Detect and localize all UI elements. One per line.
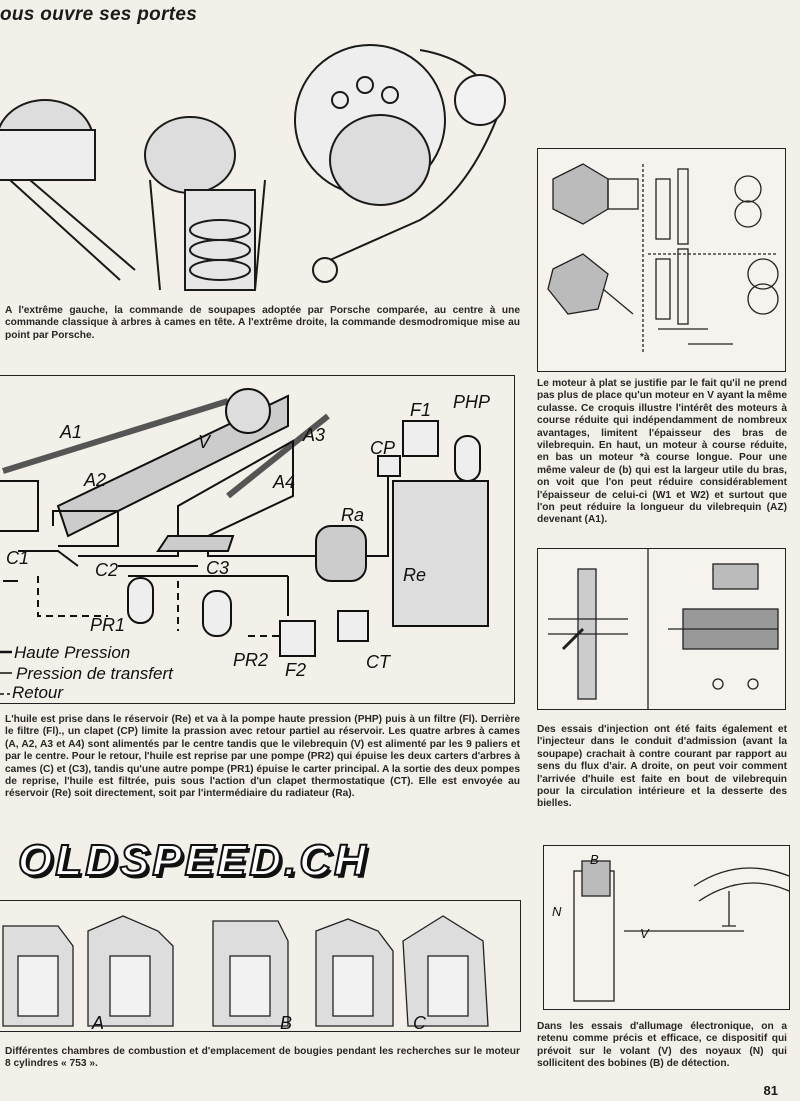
label-c1: C1 (6, 548, 29, 568)
label-a4: A4 (272, 472, 295, 492)
label-c2: C2 (95, 560, 118, 580)
legend-retour: Retour (12, 683, 64, 702)
oil-circuit-caption: L'huile est prise dans le réservoir (Re)… (5, 714, 520, 800)
label-a2: A2 (83, 470, 106, 490)
legend-haute-pression: Haute Pression (14, 643, 130, 662)
label-a1: A1 (59, 422, 82, 442)
page-number: 81 (763, 1083, 778, 1098)
flat-engine-caption: Le moteur à plat se justifie par le fait… (537, 378, 787, 526)
oil-circuit-diagram: A1 A2 A3 A4 V F1 PHP CP Ra Re C1 C2 C3 P… (0, 375, 515, 704)
label-c3: C3 (206, 558, 229, 578)
chamber-label-c: C (413, 1013, 427, 1031)
ignition-label-v: V (640, 926, 650, 941)
label-re: Re (403, 565, 426, 585)
label-f1: F1 (410, 400, 431, 420)
label-f2: F2 (285, 660, 306, 680)
label-php: PHP (453, 392, 490, 412)
ignition-figure: B N V (543, 845, 790, 1010)
ignition-label-b: B (590, 852, 599, 867)
label-pr2: PR2 (233, 650, 268, 670)
combustion-caption: Différentes chambres de combustion et d'… (5, 1046, 520, 1070)
label-a3: A3 (302, 425, 325, 445)
valve-gear-illustration (0, 44, 506, 291)
injection-figure (537, 548, 786, 710)
label-v: V (198, 432, 212, 452)
label-ra: Ra (341, 505, 364, 525)
combustion-chambers-figure: A B C (0, 900, 521, 1032)
legend-pression-transfert: Pression de transfert (16, 664, 174, 683)
chamber-label-b: B (280, 1013, 292, 1031)
valve-gear-caption: A l'extrême gauche, la commande de soupa… (5, 305, 520, 341)
chamber-label-a: A (91, 1013, 104, 1031)
ignition-caption: Dans les essais d'allumage électronique,… (537, 1021, 787, 1070)
crankshaft-comparison-figure (537, 148, 786, 372)
label-ct: CT (366, 652, 392, 672)
label-pr1: PR1 (90, 615, 125, 635)
ignition-label-n: N (552, 904, 562, 919)
page-header: ous ouvre ses portes (0, 4, 198, 25)
label-cp: CP (370, 438, 395, 458)
oldspeed-logo: OLDSPEED.CH (17, 835, 369, 886)
injection-caption: Des essais d'injection ont été faits éga… (537, 724, 787, 810)
